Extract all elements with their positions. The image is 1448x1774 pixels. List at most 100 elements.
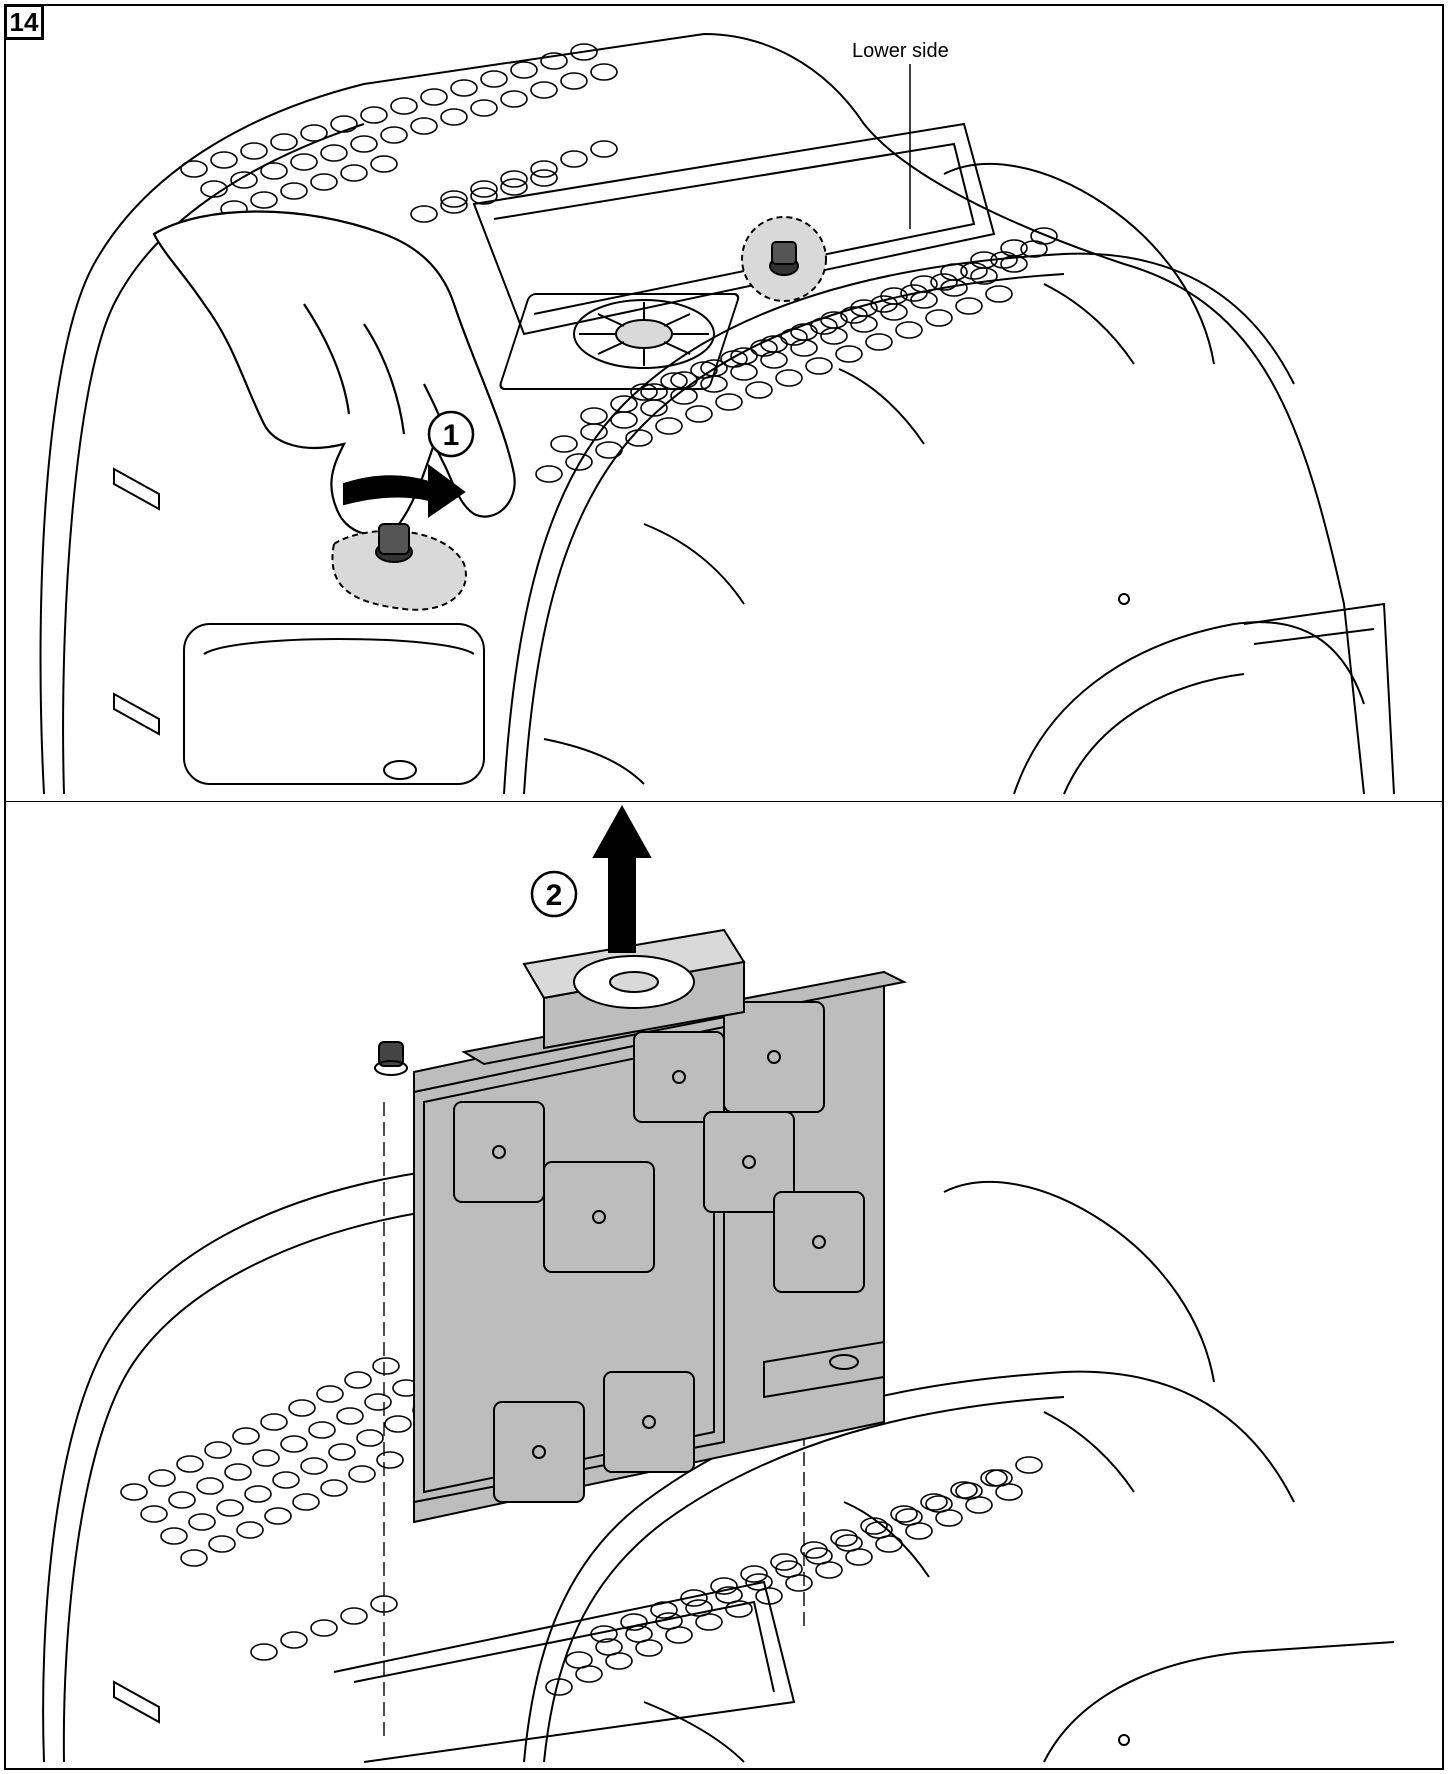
vent-hole <box>308 1421 336 1439</box>
vent-hole <box>1020 240 1048 258</box>
vent-hole <box>895 321 923 339</box>
lift-arrow <box>592 804 652 953</box>
motor-shaft <box>812 1235 826 1249</box>
vent-hole <box>260 162 288 180</box>
vent-hole <box>805 1547 833 1565</box>
vent-holes-bottom <box>120 1357 1043 1696</box>
vent-hole <box>950 1481 978 1499</box>
vent-hole <box>610 411 638 429</box>
vent-hole <box>560 150 588 168</box>
vent-hole <box>860 1517 888 1535</box>
vent-hole <box>565 1651 593 1669</box>
vent-hole <box>565 453 593 471</box>
vent-hole <box>745 1573 773 1591</box>
vent-hole <box>745 381 773 399</box>
vent-hole <box>990 251 1018 269</box>
vent-hole <box>685 405 713 423</box>
stepper-motor <box>703 1111 795 1213</box>
vent-hole <box>160 1527 188 1545</box>
vent-hole <box>500 178 528 196</box>
vent-hole <box>590 140 618 158</box>
vent-hole <box>348 1465 376 1483</box>
vent-hole <box>470 180 498 198</box>
vent-hole <box>140 1505 168 1523</box>
vent-hole <box>910 291 938 309</box>
vent-hole <box>470 187 498 205</box>
vent-hole <box>535 465 563 483</box>
vent-hole <box>895 1508 923 1526</box>
vent-hole <box>980 1469 1008 1487</box>
vent-hole <box>690 361 718 379</box>
vent-hole <box>595 441 623 459</box>
vent-hole <box>805 357 833 375</box>
vent-hole <box>820 311 848 329</box>
hand <box>152 210 516 536</box>
bottom-illustration: 2 <box>42 804 1395 1763</box>
vent-hole <box>232 1427 260 1445</box>
vent-hole <box>865 1521 893 1539</box>
vent-hole <box>180 1549 208 1567</box>
vent-hole <box>640 383 668 401</box>
vent-hole <box>120 1483 148 1501</box>
vent-hole <box>850 315 878 333</box>
vent-hole <box>710 1577 738 1595</box>
vent-hole <box>310 173 338 191</box>
vent-hole <box>590 63 618 81</box>
projector-housing-top <box>39 32 1395 795</box>
vent-hole <box>420 88 448 106</box>
vent-hole <box>530 160 558 178</box>
projector-housing-bottom <box>42 1141 1395 1763</box>
step-marker-2-label: 2 <box>546 879 563 912</box>
vent-hole <box>500 170 528 188</box>
vent-hole <box>390 97 418 115</box>
vent-hole <box>985 285 1013 303</box>
vent-hole <box>272 1471 300 1489</box>
vent-hole <box>210 151 238 169</box>
vent-hole <box>925 1495 953 1513</box>
stepper-motor <box>773 1191 865 1293</box>
vent-hole <box>625 429 653 447</box>
vent-hole <box>340 1607 368 1625</box>
vent-hole <box>480 70 508 88</box>
vent-hole <box>720 350 748 368</box>
vent-hole <box>370 155 398 173</box>
stepper-motor <box>543 1161 655 1273</box>
vent-hole <box>870 295 898 313</box>
step-number-badge: 14 <box>4 4 44 40</box>
vent-hole <box>510 61 538 79</box>
vent-hole <box>216 1499 244 1517</box>
vent-hole <box>280 182 308 200</box>
vent-hole <box>865 333 893 351</box>
vent-hole <box>380 126 408 144</box>
vent-hole <box>955 297 983 315</box>
motor-shaft <box>767 1050 781 1064</box>
vent-hole <box>240 142 268 160</box>
vent-hole <box>545 1678 573 1696</box>
vent-hole <box>770 1553 798 1571</box>
motor-shaft <box>742 1155 756 1169</box>
top-illustration: 1 <box>39 32 1395 795</box>
vent-hole <box>925 309 953 327</box>
vent-hole <box>176 1455 204 1473</box>
vent-hole <box>310 1619 338 1637</box>
vent-hole <box>610 395 638 413</box>
vent-hole <box>244 1485 272 1503</box>
vent-hole <box>340 164 368 182</box>
vent-hole <box>204 1441 232 1459</box>
vent-hole <box>384 1415 412 1433</box>
vent-hole <box>930 273 958 291</box>
vent-hole <box>530 169 558 187</box>
vent-hole <box>328 1443 356 1461</box>
vent-hole <box>264 1507 292 1525</box>
vent-hole <box>685 1599 713 1617</box>
vent-hole <box>290 153 318 171</box>
vent-hole <box>250 1643 278 1661</box>
stepper-motor <box>453 1101 545 1203</box>
vent-hole <box>960 262 988 280</box>
internal-compartment <box>472 122 996 390</box>
vent-hole <box>300 124 328 142</box>
vent-hole <box>252 1449 280 1467</box>
vent-hole <box>440 190 468 208</box>
vent-hole <box>364 1393 392 1411</box>
vent-hole <box>715 393 743 411</box>
